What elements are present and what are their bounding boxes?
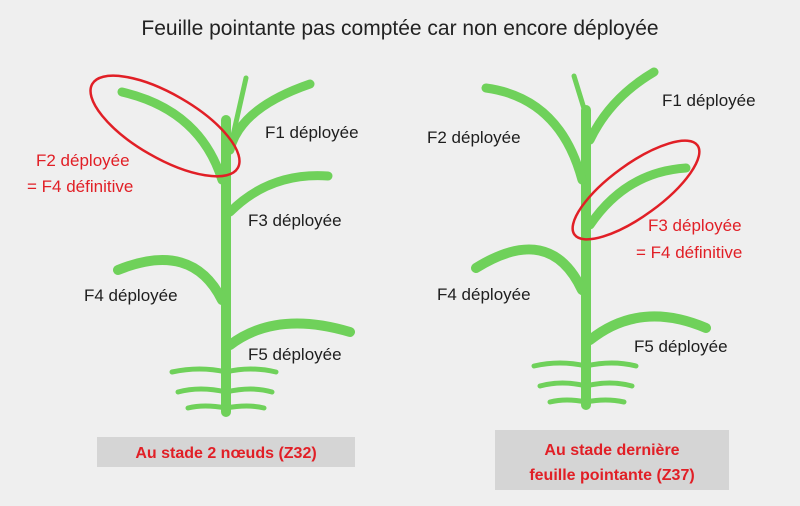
right-label-f3-line1: F3 déployée (648, 216, 742, 235)
diagram-title: Feuille pointante pas comptée car non en… (141, 17, 658, 40)
left-leaf-f2 (117, 87, 227, 185)
right-leaf-f3 (585, 163, 691, 230)
left-label-f5: F5 déployée (248, 345, 342, 364)
right-label-f2: F2 déployée (427, 128, 521, 147)
right-leaf-f5 (585, 311, 711, 345)
left-base-tiller-6 (223, 403, 267, 411)
left-base-tiller-2 (223, 366, 279, 375)
left-leaf-f5 (225, 318, 355, 350)
right-base-tiller-3 (537, 380, 589, 389)
left-stage-caption: Au stade 2 nœuds (Z32) (135, 445, 316, 462)
right-stage-caption-line1: Au stade dernière (544, 442, 679, 459)
right-label-f4: F4 déployée (437, 285, 531, 304)
right-wheat-plant (471, 67, 711, 410)
right-label-f3-line2: = F4 définitive (636, 243, 742, 262)
right-stage-caption-box (495, 430, 729, 490)
right-base-tiller-6 (583, 397, 627, 405)
right-base-tiller-1 (531, 360, 589, 369)
right-flag-leaf-pointing (571, 73, 589, 118)
left-base-tiller-3 (175, 386, 229, 395)
right-base-tiller-5 (547, 397, 589, 405)
left-leaf-f4 (113, 255, 227, 305)
left-label-f4: F4 déployée (84, 286, 178, 305)
left-label-f3: F3 déployée (248, 211, 342, 230)
left-base-tiller-5 (185, 403, 229, 411)
right-leaf-f4 (471, 244, 587, 295)
left-base-tiller-1 (169, 366, 229, 375)
right-leaf-f2 (481, 83, 587, 185)
right-leaf-f1 (585, 67, 659, 145)
left-stage-caption-box (97, 437, 355, 467)
right-label-f1: F1 déployée (662, 91, 756, 110)
right-stage-caption-line2: feuille pointante (Z37) (529, 467, 694, 484)
left-base-tiller-4 (223, 386, 275, 395)
left-label-f2-line2: = F4 définitive (27, 177, 133, 196)
right-highlight-ellipse (571, 139, 701, 241)
right-label-f5: F5 déployée (634, 337, 728, 356)
right-base-tiller-2 (583, 360, 639, 369)
left-label-f2-line1: F2 déployée (36, 151, 130, 170)
left-highlight-ellipse (89, 74, 241, 178)
right-base-tiller-4 (583, 380, 635, 389)
left-leaf-f3 (225, 171, 333, 217)
left-label-f1: F1 déployée (265, 123, 359, 142)
